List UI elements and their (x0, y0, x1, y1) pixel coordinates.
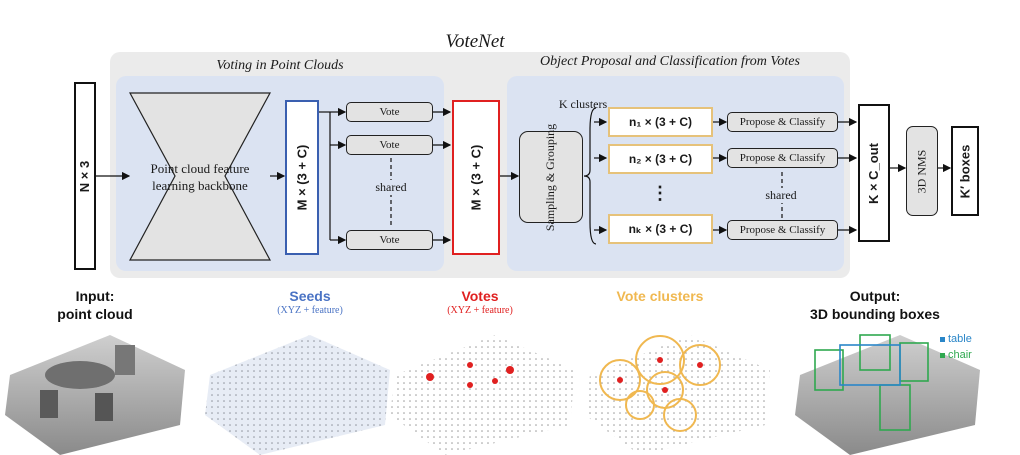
voting-section-title: Voting in Point Clouds (216, 58, 344, 73)
panel-subtitle-seeds: (XYZ + feature) (277, 305, 343, 316)
output-feature-block: K × C_out (858, 104, 890, 242)
panel-title-input-line1: Input: (75, 288, 115, 304)
connector-lines (95, 92, 952, 261)
backbone-line1: Point cloud feature (150, 161, 250, 176)
shared-label-voting: shared (366, 180, 416, 195)
cluster-block-2: n₂ × (3 + C) (608, 144, 713, 174)
panel-title-seeds-main: Seeds (289, 288, 331, 304)
boxes-output-label: K′ boxes (957, 144, 973, 198)
backbone-label: Point cloud feature learning backbone (140, 160, 260, 194)
panel-title-seeds: Seeds (XYZ + feature) (250, 287, 370, 316)
input-point-cloud (5, 335, 185, 455)
sampling-grouping-box: Sampling & Grouping (519, 123, 583, 231)
point-cloud-images (5, 334, 980, 455)
panel-title-output-line1: Output: (849, 288, 901, 304)
legend-label-table: table (948, 333, 972, 345)
legend-item-table: table (940, 331, 972, 347)
votes-point-cloud (390, 335, 575, 455)
backbone-line2: learning backbone (152, 178, 248, 193)
seeds-block: M × (3 + C) (285, 100, 319, 255)
votes-block-label: M × (3 + C) (468, 144, 484, 211)
legend-label-chair: chair (948, 349, 972, 361)
cluster-block-k: nₖ × (3 + C) (608, 214, 713, 244)
nms-box: 3D NMS (906, 126, 938, 216)
propose-classify-box-2: Propose & Classify (727, 148, 838, 168)
vote-box-1: Vote (346, 102, 433, 122)
panel-title-votes: Votes (XYZ + feature) (420, 287, 540, 316)
seeds-point-cloud (205, 335, 390, 455)
propose-classify-box-1: Propose & Classify (727, 112, 838, 132)
sampling-grouping-label: Sampling & Grouping (543, 123, 558, 231)
panel-title-input-line2: point cloud (57, 306, 133, 322)
legend-swatch-table (940, 336, 945, 342)
output-feature-label: K × C_out (866, 142, 882, 204)
vote-clusters-point-cloud (585, 335, 770, 455)
panel-subtitle-votes: (XYZ + feature) (447, 305, 513, 316)
panel-title-votes-main: Votes (461, 288, 499, 304)
propose-classify-box-k: Propose & Classify (727, 220, 838, 240)
proposal-section-title: Object Proposal and Classification from … (540, 54, 800, 69)
panel-title-input: Input: point cloud (40, 287, 150, 323)
cluster-block-1: n₁ × (3 + C) (608, 107, 713, 137)
legend-swatch-chair (940, 352, 945, 358)
legend-item-chair: chair (940, 347, 972, 363)
legend: table chair (940, 331, 972, 363)
panel-title-output: Output: 3D bounding boxes (790, 287, 960, 323)
nms-label: 3D NMS (914, 149, 929, 193)
vote-box-3: Vote (346, 230, 433, 250)
panel-title-vote-clusters: Vote clusters (616, 288, 704, 304)
shared-label-proposal: shared (756, 188, 806, 203)
output-point-cloud (795, 334, 980, 455)
k-clusters-label: K clusters (558, 97, 608, 111)
diagram-title: VoteNet (445, 31, 505, 52)
boxes-output-block: K′ boxes (951, 126, 979, 216)
votes-block: M × (3 + C) (452, 100, 500, 255)
input-block: N × 3 (74, 82, 96, 270)
backbone-shape (128, 92, 272, 261)
vote-box-2: Vote (346, 135, 433, 155)
seeds-block-label: M × (3 + C) (294, 144, 310, 211)
panel-title-output-line2: 3D bounding boxes (810, 306, 940, 322)
cluster-ellipsis: ⋮ (651, 183, 669, 203)
input-block-label: N × 3 (77, 160, 93, 192)
